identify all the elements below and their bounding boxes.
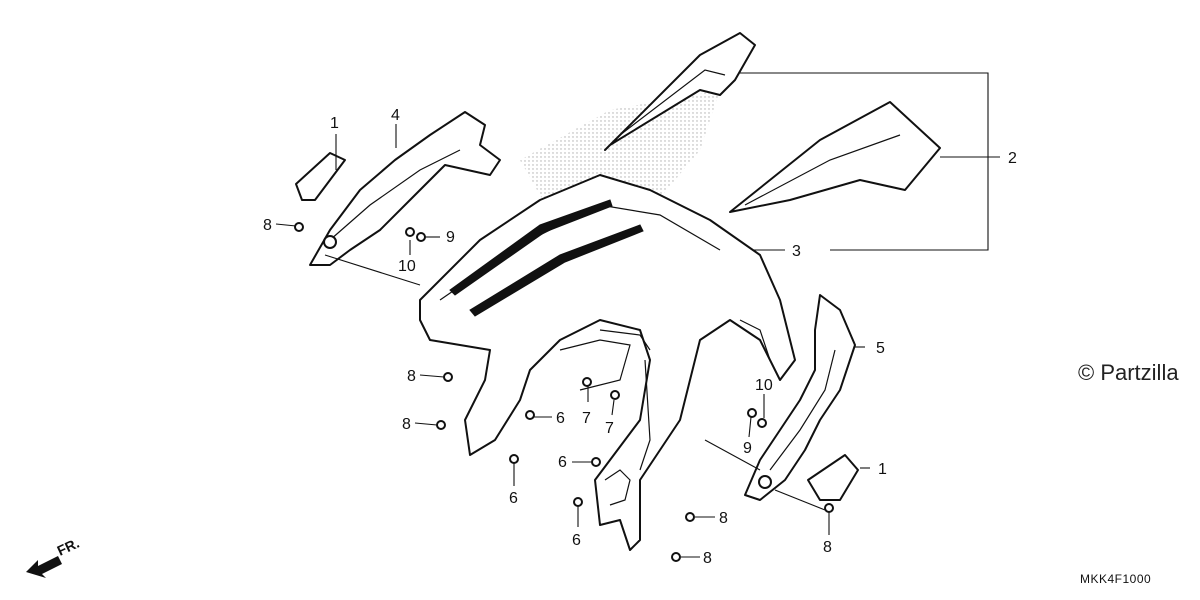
callout-9-left[interactable]: 9 (446, 229, 455, 246)
callout-4[interactable]: 4 (391, 107, 400, 124)
part-1-right-reflector[interactable] (807, 454, 859, 501)
callout-7-a[interactable]: 7 (582, 410, 591, 427)
callout-10-left[interactable]: 10 (398, 258, 416, 275)
part-1-left-reflector[interactable] (295, 152, 346, 201)
callout-6-b[interactable]: 6 (558, 454, 567, 471)
copyright-text: © Partzilla (1078, 360, 1179, 385)
callout-6-d[interactable]: 6 (572, 532, 581, 549)
diagram-code: MKK4F1000 (1080, 572, 1152, 586)
part-5-right-bracket[interactable] (744, 294, 856, 501)
part-2-upper-decal[interactable] (604, 32, 756, 151)
callout-8-bottom-b[interactable]: 8 (703, 550, 712, 567)
callout-9-right[interactable]: 9 (743, 440, 752, 457)
callout-2[interactable]: 2 (1008, 150, 1017, 167)
callout-5[interactable]: 5 (876, 340, 885, 357)
callout-8-right[interactable]: 8 (823, 539, 832, 556)
part-2-lower-decal[interactable] (729, 101, 941, 213)
callout-10-right[interactable]: 10 (755, 377, 773, 394)
callout-6-c[interactable]: 6 (509, 490, 518, 507)
callout-8-bottom-a[interactable]: 8 (719, 510, 728, 527)
callout-1-left[interactable]: 1 (330, 115, 339, 132)
callout-7-b[interactable]: 7 (605, 420, 614, 437)
callout-1-right[interactable]: 1 (878, 461, 887, 478)
callout-8-mid-a[interactable]: 8 (407, 368, 416, 385)
part-3-front-fender[interactable] (419, 174, 796, 551)
direction-label: FR. (55, 535, 82, 559)
front-direction-arrow-icon: FR. (26, 535, 82, 578)
part-4-left-bracket[interactable] (309, 111, 501, 266)
bracket-2-3 (740, 72, 989, 251)
callout-6-a[interactable]: 6 (556, 410, 565, 427)
callout-8-left-top[interactable]: 8 (263, 217, 272, 234)
callout-3[interactable]: 3 (792, 243, 801, 260)
callout-8-mid-b[interactable]: 8 (402, 416, 411, 433)
